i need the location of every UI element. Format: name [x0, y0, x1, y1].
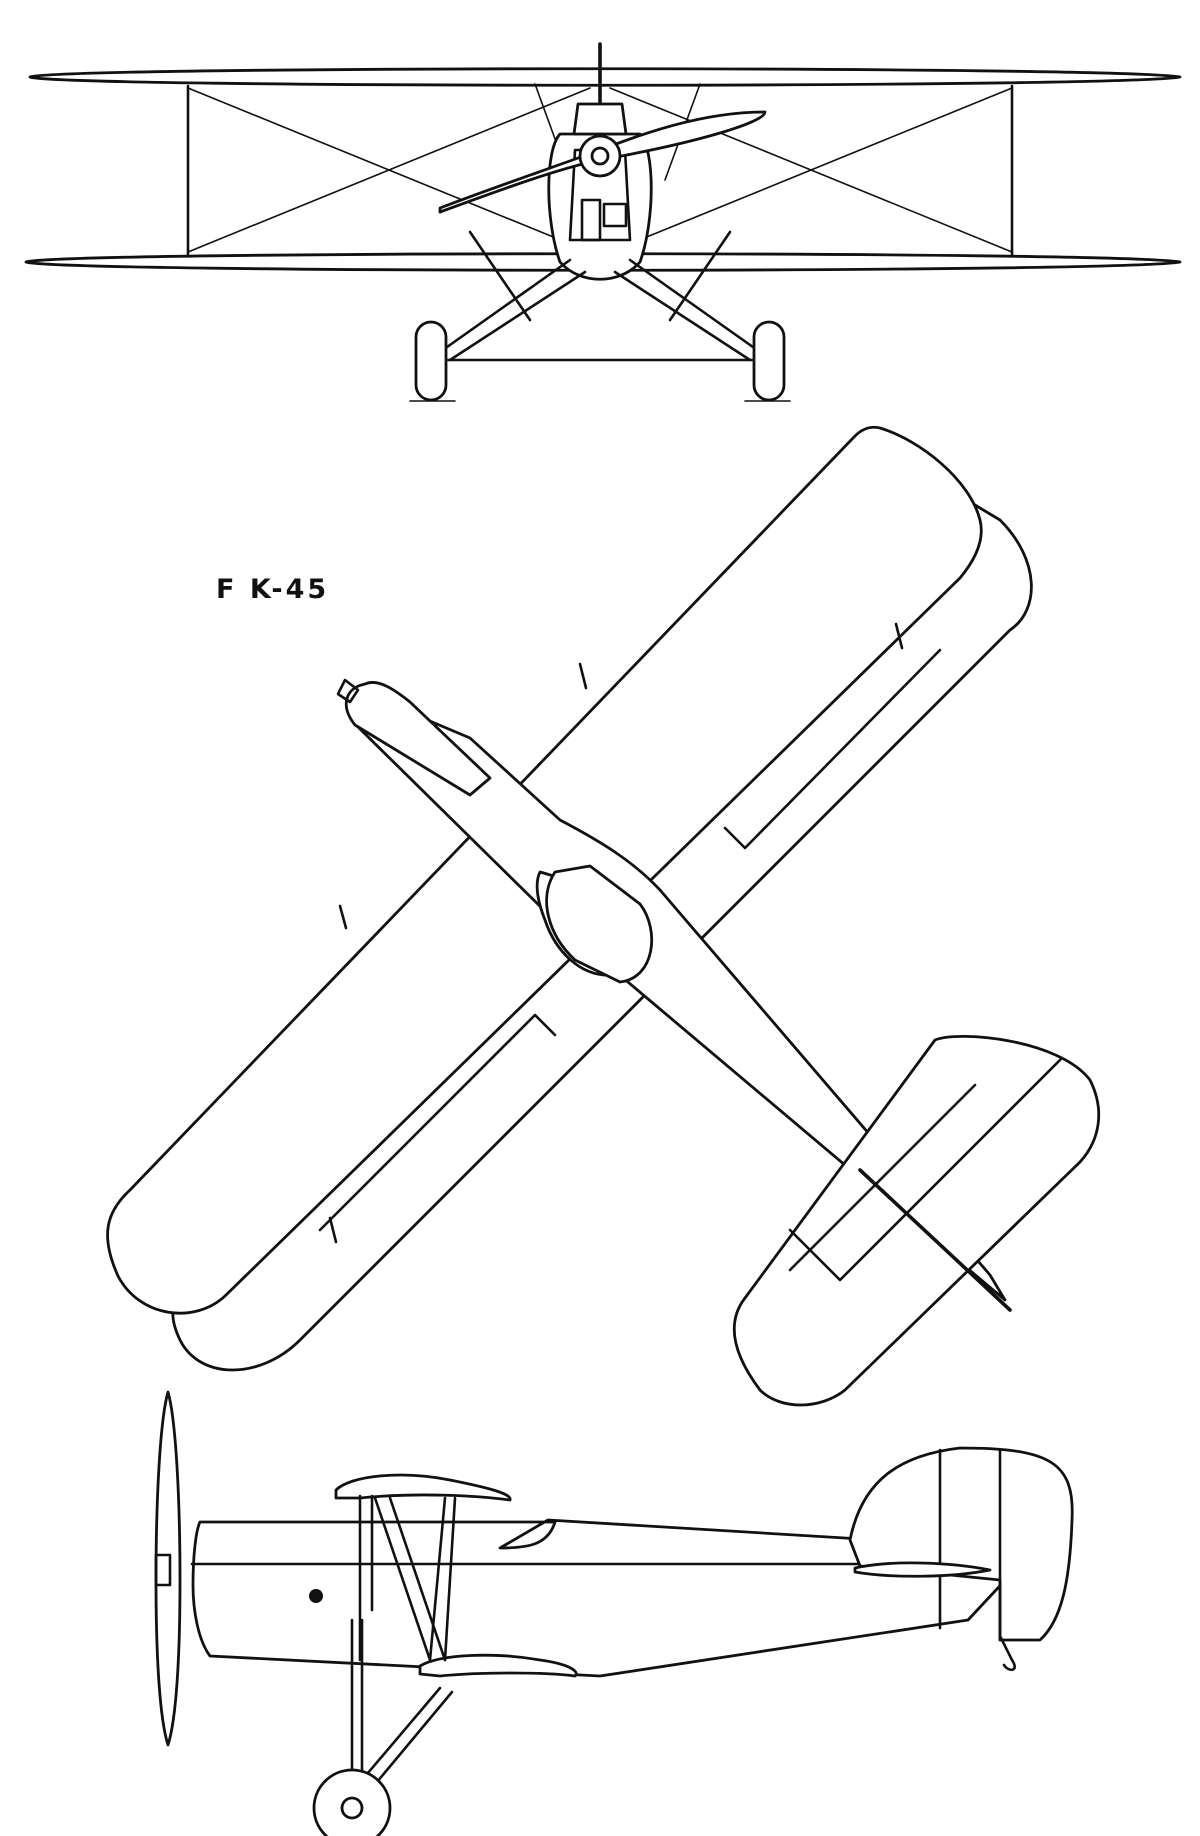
plan-engine-cowl: [344, 681, 492, 797]
front-view: [24, 42, 1182, 402]
front-hub: [590, 146, 610, 166]
side-tailplane: [853, 1561, 992, 1578]
side-prop-hub: [154, 1553, 172, 1587]
side-fin: [848, 1446, 1074, 1642]
plan-elevator-inner: [788, 1083, 977, 1272]
plan-right-aileron: [723, 648, 942, 850]
front-windscreen: [572, 102, 628, 136]
front-upper-wing: [28, 67, 1182, 87]
front-propeller: [438, 110, 767, 214]
plan-fin: [858, 1168, 1012, 1312]
side-wheel-hub: [340, 1796, 364, 1820]
side-exhaust: [309, 1589, 323, 1603]
side-struts: [358, 1494, 457, 1662]
side-tailskid: [998, 1634, 1016, 1671]
side-upper-wing: [334, 1473, 512, 1502]
plan-elevator-hinge: [788, 1056, 1064, 1282]
front-left-wheel: [414, 320, 448, 402]
plan-view: [106, 425, 1101, 1407]
front-undercarriage: [438, 230, 762, 362]
side-view: [154, 1390, 1074, 1836]
front-right-wheel: [752, 320, 786, 402]
aircraft-model-label: F K-45: [216, 574, 330, 605]
plan-cockpit-surround: [545, 864, 654, 984]
plan-propeller-hub: [336, 678, 360, 704]
side-lower-wing: [418, 1653, 578, 1678]
side-undercarriage: [350, 1618, 454, 1792]
plan-strut-markers: [328, 622, 904, 1244]
side-propeller: [154, 1390, 182, 1747]
front-seat: [580, 198, 602, 242]
front-panel: [602, 202, 628, 228]
plan-left-aileron: [318, 1013, 557, 1232]
side-fuselage: [191, 1518, 1012, 1678]
